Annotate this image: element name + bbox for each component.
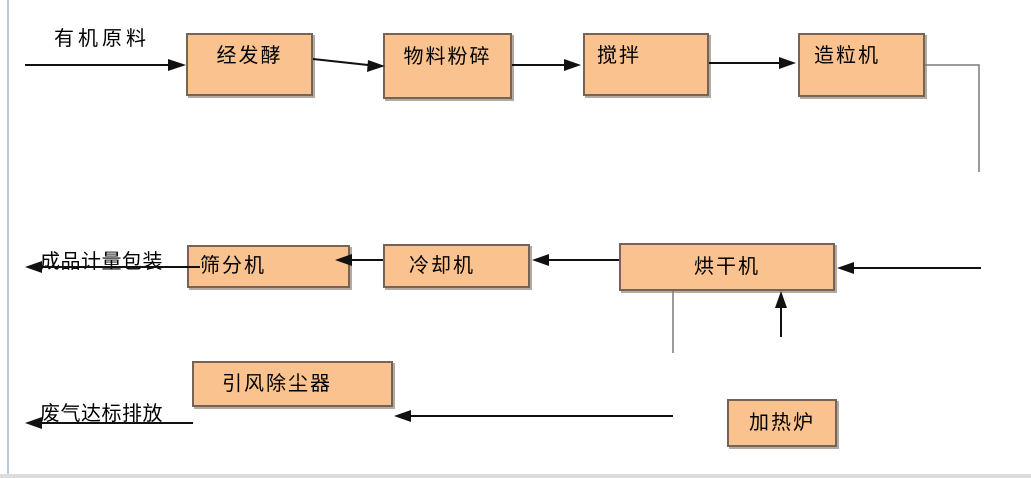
node-cooling: 冷却机 xyxy=(383,244,530,288)
arrow-to-dust-collector xyxy=(394,410,673,422)
node-dust-collector: 引风除尘器 xyxy=(192,361,393,407)
node-screening: 筛分机 xyxy=(187,245,350,288)
connector-granulator-down xyxy=(925,64,980,172)
label-raw-material: 有机原料 xyxy=(54,28,150,50)
page-bottom-strip xyxy=(0,474,1031,478)
arrow-fermentation-to-crushing xyxy=(312,58,385,72)
arrow-dryer-to-cooling xyxy=(532,254,619,266)
node-fermentation: 经发酵 xyxy=(186,33,313,96)
page-left-rule xyxy=(7,0,9,478)
arrow-raw-to-fermentation xyxy=(25,59,186,71)
node-stirring: 搅拌 xyxy=(583,33,709,96)
node-furnace: 加热炉 xyxy=(727,399,837,447)
node-granulator: 造粒机 xyxy=(798,33,925,97)
arrow-right-into-dryer xyxy=(837,262,981,274)
label-packaging: 成品计量包装 xyxy=(40,251,163,273)
node-crushing: 物料粉碎 xyxy=(383,33,512,99)
node-dryer: 烘干机 xyxy=(619,243,835,291)
arrow-crushing-to-stirring xyxy=(512,59,581,71)
label-exhaust: 废气达标排放 xyxy=(40,403,163,425)
arrow-furnace-to-dryer xyxy=(775,291,787,337)
arrow-stirring-to-granulator xyxy=(709,57,796,69)
